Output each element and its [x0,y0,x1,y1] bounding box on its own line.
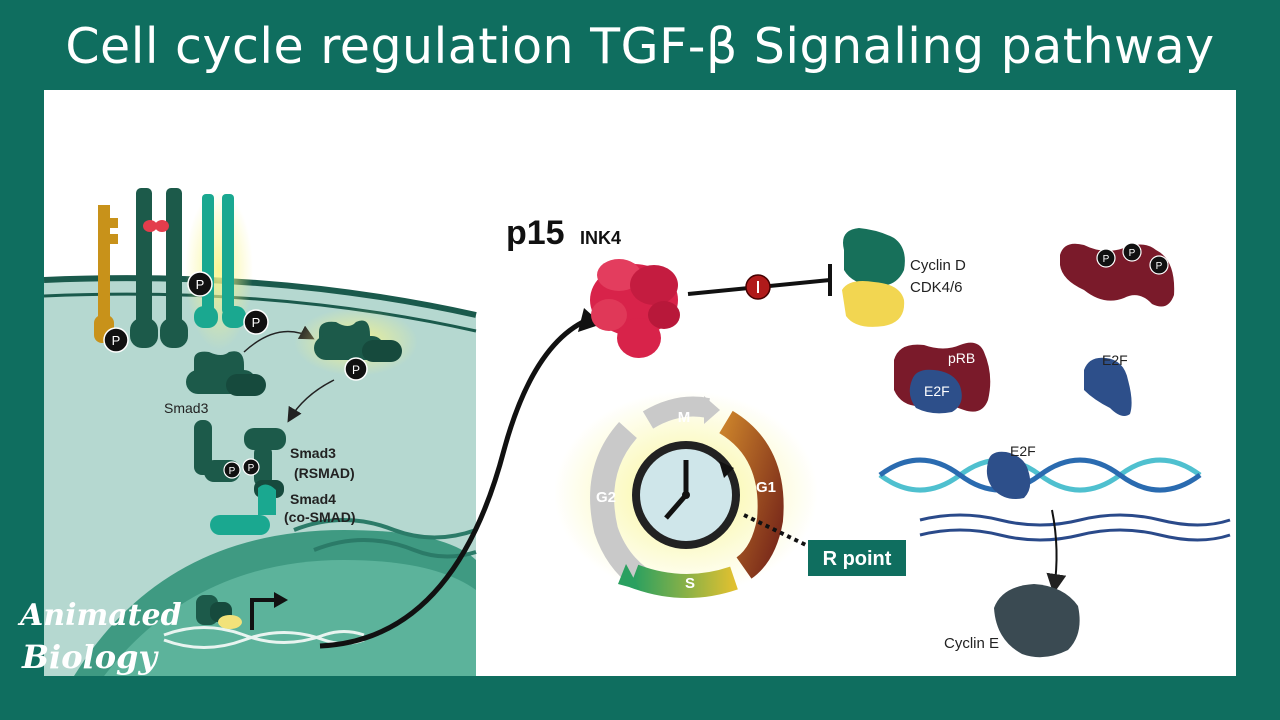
phase-m-label: M [678,409,691,426]
phospho-group: P P P [103,271,269,353]
prb-label: pRB [948,350,975,366]
diagram-svg: P P P Smad3 P [44,188,1231,676]
receptor-type1-light [185,190,253,350]
logo-line1: Animated [20,598,182,633]
diagram-panel: P P P Smad3 P [44,90,1236,676]
phospho-label: P [1129,248,1136,259]
phase-s-label: S [685,575,695,592]
phospho-label: P [1103,254,1110,265]
inhibition-icon [687,264,832,300]
smad4-label: Smad4 [290,491,336,507]
translocation-arrow [287,379,335,423]
phospho-label: P [352,363,360,377]
cyclin-e-label: Cyclin E [944,635,999,652]
receptor-type2-dark [130,188,188,348]
ink4-label: INK4 [580,228,621,248]
e2f-on-dna: E2F [986,443,1036,499]
e2f-dna-label: E2F [1010,443,1036,459]
gene-promoter-arrow-icon [250,598,276,630]
phospho-badge: P [103,327,129,353]
r-point-badge: R point [808,540,906,576]
smad3-inactive: Smad3 [164,351,266,416]
m-arc [642,396,710,429]
p15-protein [590,259,680,358]
cyclin-d-label: Cyclin D [910,257,966,274]
cosmad-label: (co-SMAD) [284,509,356,525]
smad-complex: P P Smad3 (RSMAD) Smad4 (co-SMAD) [194,420,356,535]
dna-helix [878,457,1231,542]
tgf-beta-ligand [143,220,157,232]
transcription-arrow [1046,509,1067,594]
phase-g1-label: G1 [756,479,776,496]
receptor-type3-gold [94,205,118,343]
s-arc [629,564,738,599]
phospho-badge: P [187,271,213,297]
phase-g2-label: G2 [596,489,616,506]
phospho-label: P [252,315,261,330]
animated-biology-logo: Animated Biology [6,592,182,688]
g1-arc [718,410,784,579]
phospho-label: P [248,463,255,474]
cell-cycle: M G1 S G2 [554,391,818,599]
e2f-free: E2F [1084,352,1132,416]
rsmad-label: (RSMAD) [294,465,355,481]
p15-label: p15 [506,214,565,252]
r-point-connector [743,513,807,547]
expression-arrow [319,315,593,649]
e2f-free-label: E2F [1102,352,1128,368]
prb-e2f-complex: pRB E2F [894,342,991,414]
phospho-label: P [1156,261,1163,272]
gene-promoter [163,592,365,649]
e2f-bound-label: E2F [924,383,950,399]
smad3-rsmad-label: Smad3 [290,445,336,461]
prb-phosphorylated: P P P [1060,242,1175,307]
g2-arc [590,421,648,588]
smad3-phosphorylated: P [294,308,418,381]
clock-icon [632,441,740,549]
r-point-label: R point [823,548,892,570]
smad3-label: Smad3 [164,400,209,416]
cyclin-e: Cyclin E [944,584,1080,658]
cyclin-d-cdk46-complex: Cyclin D CDK4/6 [842,228,966,327]
cdk46-label: CDK4/6 [910,279,963,296]
page-title: Cell cycle regulation TGF-β Signaling pa… [65,18,1215,75]
logo-line2: Biology [22,638,158,676]
endoplasmic-reticulum [293,518,477,559]
phospho-badge: P [243,309,269,335]
phospho-label: P [196,277,205,292]
phospho-label: P [229,466,236,477]
phospho-label: P [112,333,121,348]
